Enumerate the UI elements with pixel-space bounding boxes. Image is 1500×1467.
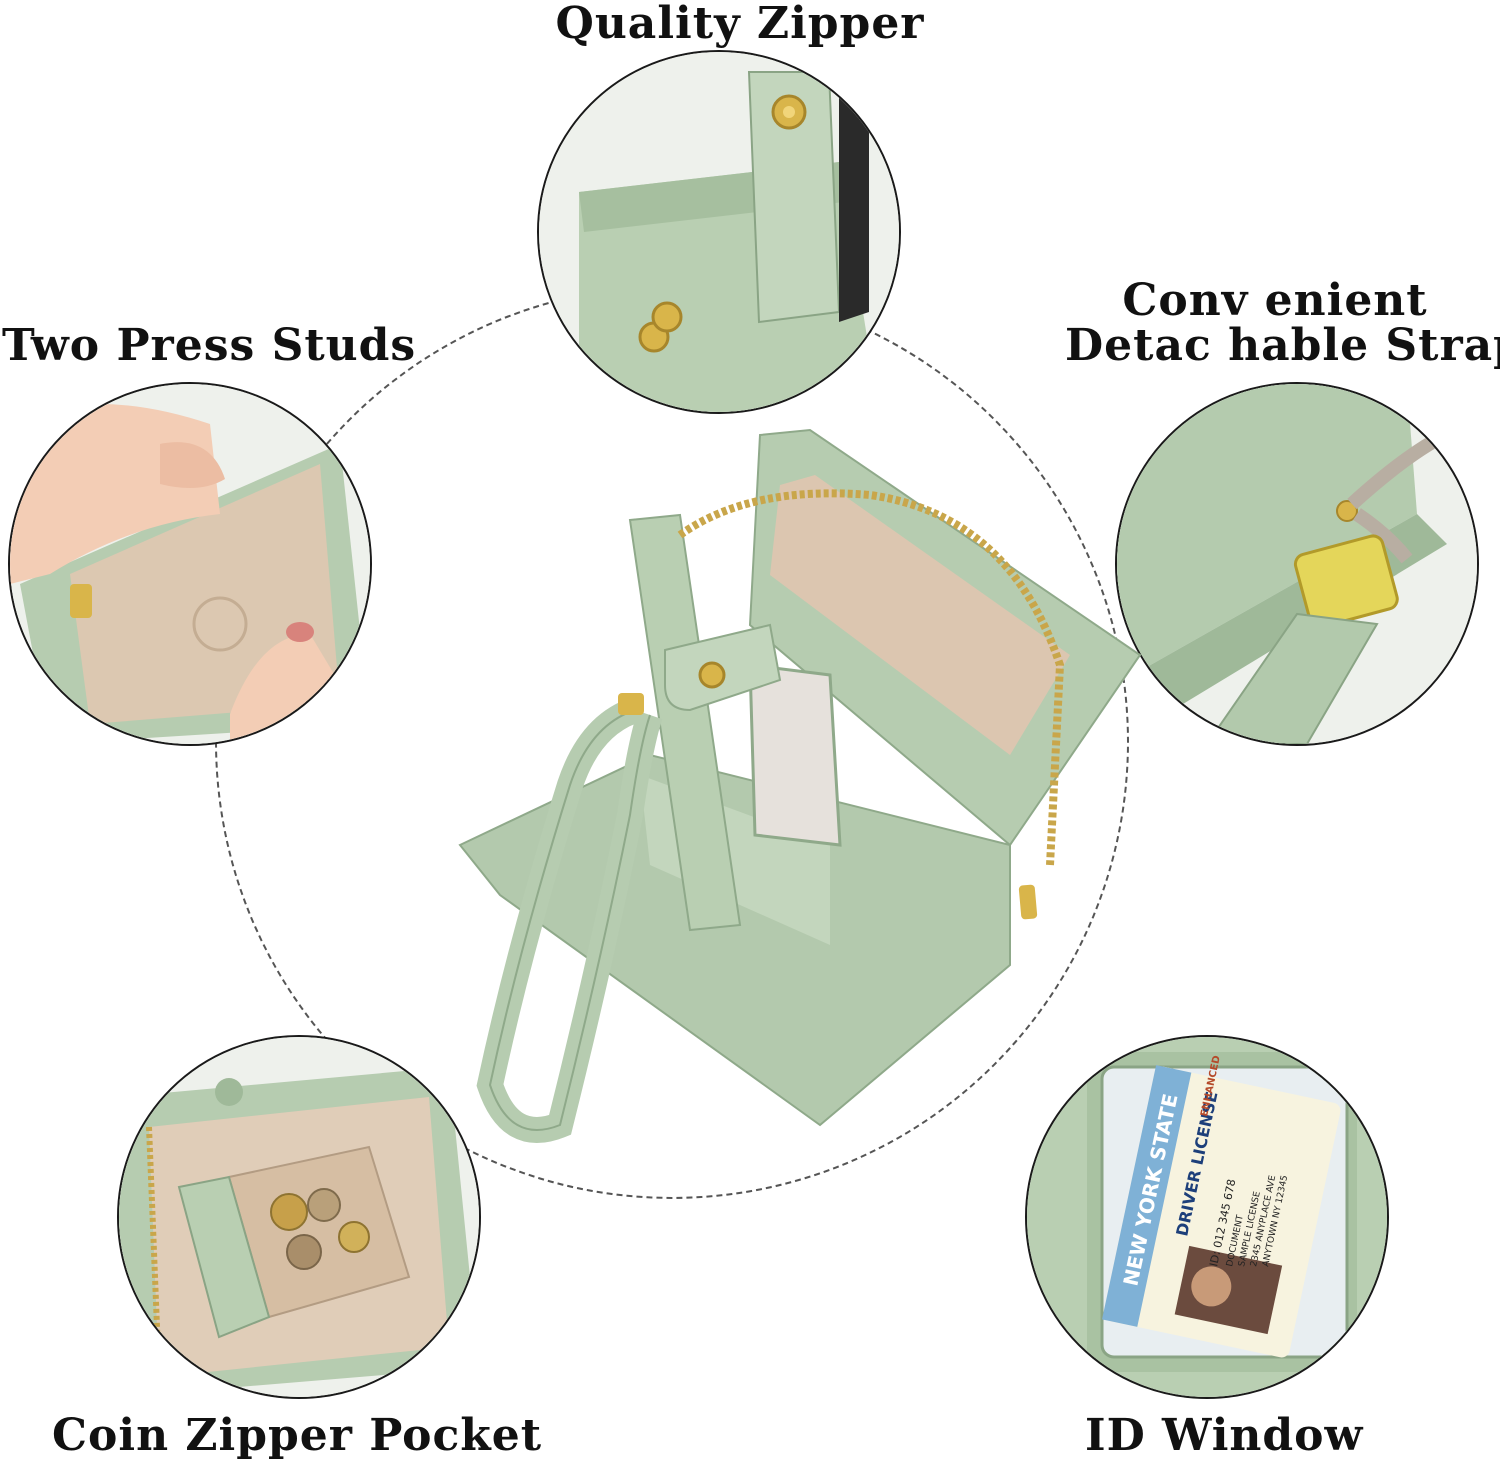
label-id-window: ID Window: [1085, 1410, 1364, 1461]
detail-circle-press-studs: [8, 382, 372, 746]
label-coin-zipper-pocket: Coin Zipper Pocket: [52, 1410, 543, 1461]
label-two-press-studs: Two Press Studs: [2, 320, 417, 371]
label-detachable-strap-line1: Conv enient: [1122, 275, 1428, 326]
wallet-main-image: [450, 425, 1150, 1165]
coin-pocket-closeup-image: [119, 1037, 479, 1397]
snap-tab-closeup-image: [539, 52, 899, 412]
id-window-closeup-image: NEW YORK STATE DRIVER LICENSE ENHANCED I…: [1027, 1037, 1387, 1397]
detail-circle-id-window: NEW YORK STATE DRIVER LICENSE ENHANCED I…: [1025, 1035, 1389, 1399]
detail-circle-detachable-strap: [1115, 382, 1479, 746]
detail-circle-quality-zipper: [537, 50, 901, 414]
label-detachable-strap-line2: Detac hable Strap: [1065, 320, 1500, 371]
wallet-illustration: [458, 428, 1142, 1143]
strap-closeup-image: [1117, 384, 1477, 744]
press-studs-closeup-image: [10, 384, 370, 744]
label-quality-zipper: Quality Zipper: [555, 0, 925, 49]
detail-circle-coin-pocket: [117, 1035, 481, 1399]
